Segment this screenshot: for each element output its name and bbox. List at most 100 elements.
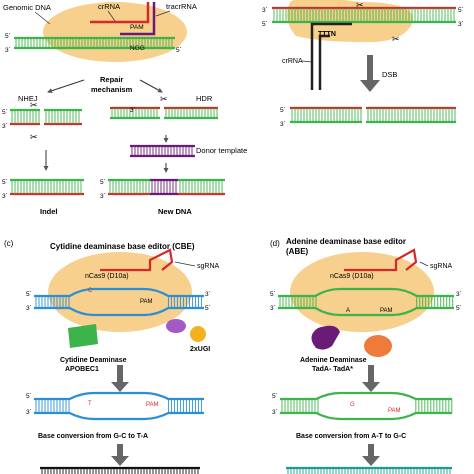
cas9-blob — [43, 2, 187, 62]
pam-label: PAM — [140, 299, 153, 305]
pam-label: PAM — [146, 402, 159, 408]
abe-target-dna — [278, 287, 454, 317]
down-arrow-shaft — [117, 365, 123, 383]
down-arrow-head — [362, 382, 380, 392]
sgrna-label: sgRNA — [197, 263, 220, 270]
down-arrow-head — [111, 456, 129, 466]
ugi-label: 2xUGI — [190, 346, 210, 353]
end-3-label: 3´ — [458, 21, 464, 28]
end-3-label: 3´ — [5, 47, 11, 54]
adenine-deaminase-label: Adenine Deaminase — [300, 357, 367, 364]
end-5-label: 5´ — [272, 393, 278, 400]
target-dna-duplex — [272, 6, 456, 24]
nhej-arrow — [47, 79, 85, 94]
crrna-label: crRNA — [282, 58, 303, 65]
indel-label: Indel — [40, 207, 58, 216]
c-base-label: C — [88, 288, 93, 294]
cytidine-deaminase-shape — [68, 324, 98, 348]
ngg-label: NGG — [130, 45, 145, 52]
pam-label: PAM — [380, 308, 393, 314]
genomic-dna-label: Genomic DNA — [3, 3, 51, 12]
panel-a: Genomic DNA crRNA tracrRNA PAM NGG 5´ 3´… — [2, 2, 247, 216]
scissors-icon: ✂ — [30, 132, 38, 142]
end-3-label: 3´ — [456, 291, 462, 298]
down-arrow-shaft — [368, 444, 374, 458]
sgrna-label: sgRNA — [430, 263, 453, 270]
end-5-label: 5´ — [26, 393, 32, 400]
tracrrna-strand — [120, 2, 156, 36]
cbe-title: Cytidine deaminase base editor (CBE) — [50, 242, 195, 251]
g-base-label: G — [350, 402, 355, 408]
end-3-label: 3´ — [280, 121, 286, 128]
tttn-label: TTTN — [318, 31, 336, 38]
end-3-label: 3´ — [262, 7, 268, 14]
dna-strand — [34, 306, 204, 317]
repair-label-1: Repair — [100, 75, 123, 84]
crrna-pointer — [107, 10, 116, 22]
ugi-shape-2 — [190, 326, 206, 342]
end-5-label: 5´ — [26, 291, 32, 298]
end-3-label: 3´ — [270, 305, 276, 312]
conversion-label: Base conversion from A-T to G-C — [296, 433, 406, 440]
donor-template — [130, 144, 195, 158]
hdr-arrow — [139, 79, 163, 93]
sgrna-pointer — [174, 261, 196, 267]
cytidine-deaminase-label: Cytidine Deaminase — [60, 357, 127, 364]
indel-dna — [10, 178, 84, 196]
end-3-label: 3´ — [272, 409, 278, 416]
apobec1-label: APOBEC1 — [65, 366, 99, 373]
tada-shape — [311, 325, 340, 350]
abe-title-2: (ABE) — [286, 247, 309, 256]
scissors-icon: ✂ — [30, 100, 38, 110]
end-5-label: 5´ — [100, 179, 106, 186]
panel-d: (d) Adenine deaminase base editor (ABE) … — [270, 237, 462, 474]
ncas9-label: nCas9 (D10a) — [330, 273, 374, 280]
scissors-icon: ✂ — [392, 34, 400, 44]
panel-d-label: (d) — [270, 239, 280, 248]
dna-strand — [34, 411, 204, 421]
ncas9-label: nCas9 (D10a) — [85, 273, 129, 280]
end-5-label: 5´ — [5, 33, 11, 40]
hdr-label: HDR — [196, 94, 213, 103]
pam-label: PAM — [388, 408, 401, 414]
ncas9-blob — [48, 252, 192, 332]
down-arrow-head — [362, 456, 380, 466]
cbe-target-dna — [34, 287, 204, 317]
end-5-label: 5´ — [2, 109, 8, 116]
dsb-arrow-shaft — [367, 55, 373, 81]
end-5-label: 5´ — [2, 179, 8, 186]
crrna-pointer — [301, 60, 313, 63]
hdr-cut-dna — [110, 106, 218, 120]
repair-label-2: mechanism — [91, 85, 133, 94]
dna-strand — [34, 287, 204, 298]
dsb-arrow-head — [360, 80, 380, 92]
end-5-label: 5´ — [262, 21, 268, 28]
end-3-label: 3´ — [100, 193, 106, 200]
end-3-label: 3´ — [2, 123, 8, 130]
end-3-label: 3´ — [26, 409, 32, 416]
dna-strand — [280, 391, 452, 401]
tada-label: TadA- TadA* — [312, 366, 353, 373]
dna-strand — [278, 306, 454, 317]
new-dna-label: New DNA — [158, 207, 192, 216]
sgrna-pointer — [419, 261, 429, 267]
abe-final-dna — [286, 466, 452, 474]
a-base-label: A — [346, 308, 350, 314]
down-arrow-shaft — [117, 444, 123, 458]
dna-strand — [280, 411, 452, 421]
panel-c-label: (c) — [4, 239, 14, 248]
sgrna-hairpin — [344, 248, 418, 272]
dsb-label: DSB — [382, 70, 397, 79]
scissors-icon: ✂ — [356, 0, 364, 10]
down-arrow-head — [111, 382, 129, 392]
end-5-label: 5´ — [458, 7, 464, 14]
tracrrna-pointer — [155, 10, 171, 17]
pam-label: PAM — [130, 24, 144, 31]
end-5-label: 5´ — [280, 107, 286, 114]
panel-b: TTTN ✂ ✂ 3´ 5´ 5´ 3´ crRNA DSB 5´ 3´ — [262, 0, 464, 128]
tracrrna-label: tracrRNA — [166, 2, 197, 11]
end-3-label: 3´ — [26, 305, 32, 312]
scissors-icon: ✂ — [160, 94, 168, 104]
dna-strand — [278, 287, 454, 298]
